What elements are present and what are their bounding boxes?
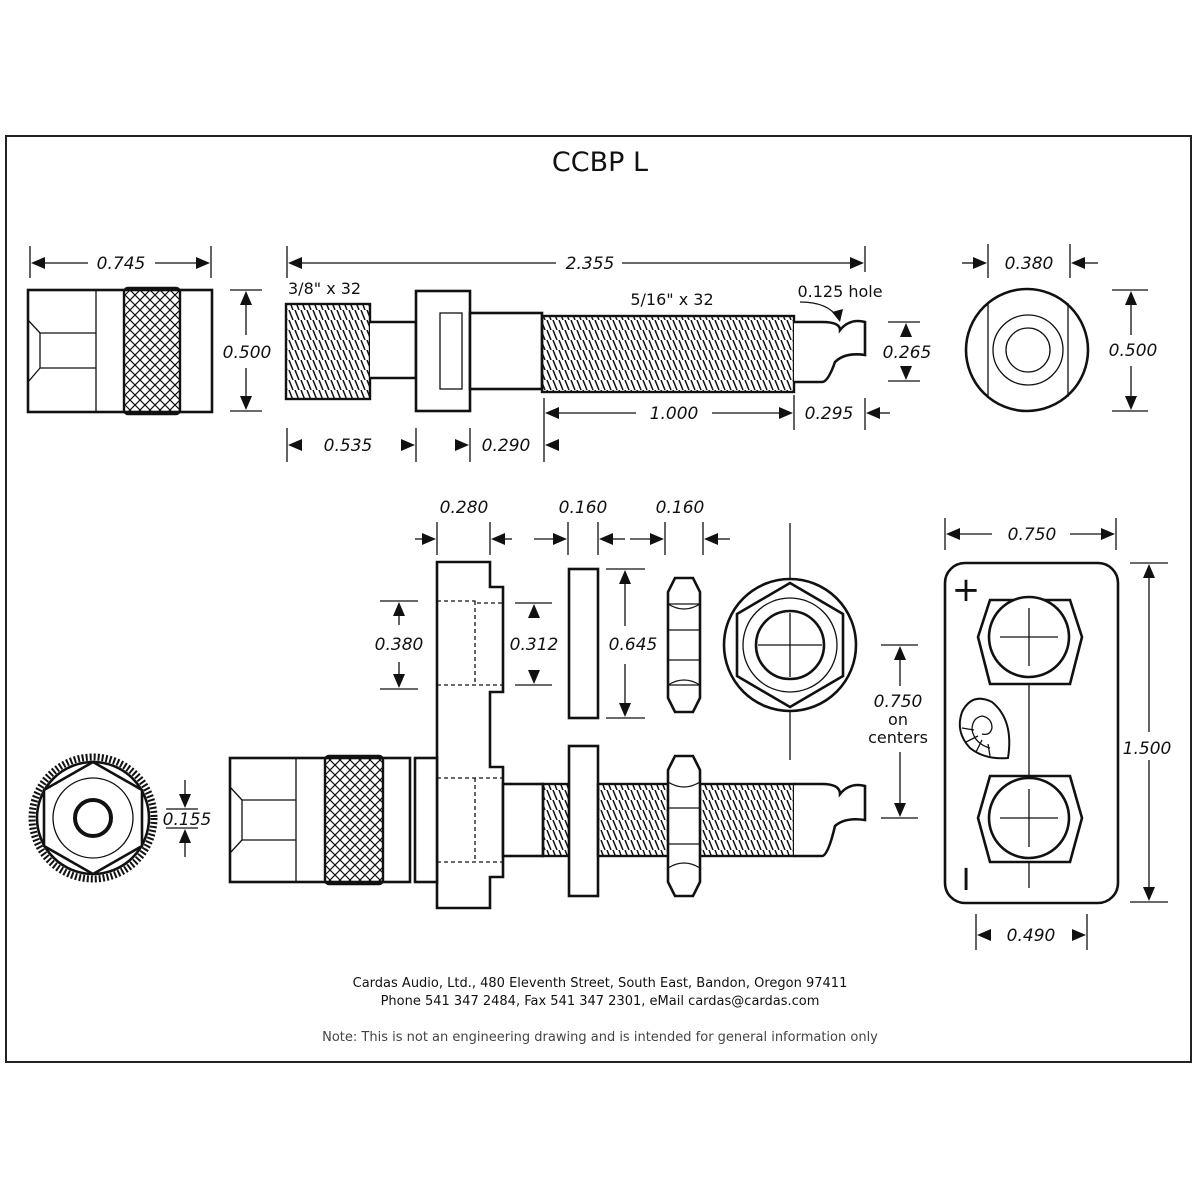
dim-end-height-0265: 0.265 — [883, 321, 932, 382]
dim-end-dia: 0.380 — [962, 244, 1098, 278]
assembled-side-view — [228, 744, 867, 898]
terminal-plate: + I — [943, 561, 1120, 905]
dim-cap-hole: 0.155 — [163, 780, 212, 857]
dim-label: 0.380 — [375, 635, 424, 655]
dim-end-height: 0.500 — [1109, 289, 1158, 412]
stud-side-view — [284, 289, 867, 413]
dim-cap-height: 0.500 — [223, 289, 272, 412]
dim-label: 0.155 — [163, 810, 212, 830]
nautilus-logo — [958, 697, 1011, 760]
dim-centers: 0.750 on centers — [868, 644, 928, 819]
dim-bottom-row-top: 0.535 0.290 1.000 0.295 — [286, 395, 890, 462]
dim-plate-bottom: 0.490 — [975, 914, 1088, 950]
drawing-frame — [5, 135, 1192, 1063]
dim-label: 0.750 — [874, 692, 923, 712]
footer-note: Note: This is not an engineering drawing… — [322, 1030, 878, 1045]
dim-label: 0.312 — [510, 635, 559, 655]
dim-label: 0.280 — [440, 498, 489, 518]
dim-stud-length: 2.355 — [286, 246, 866, 278]
page-title: CCBP L — [552, 147, 648, 178]
dim-label: 0.160 — [559, 498, 608, 518]
flange-view — [435, 560, 505, 910]
hole-callout: 0.125 hole — [797, 282, 883, 322]
nut-view — [666, 576, 702, 714]
dim-nut-width: 0.160 — [630, 498, 730, 555]
dim-flange-0380: 0.380 — [375, 600, 424, 690]
dim-label: 0.645 — [609, 635, 658, 655]
thread-label-large: 3/8" x 32 — [288, 279, 361, 298]
dim-label: 0.500 — [223, 343, 272, 363]
dim-label: 1.000 — [650, 404, 699, 424]
dim-label: 0.535 — [324, 436, 373, 456]
dim-label: 2.355 — [566, 254, 615, 274]
dim-label: 1.500 — [1123, 739, 1172, 759]
footer-contact: Phone 541 347 2484, Fax 541 347 2301, eM… — [381, 994, 820, 1009]
dim-label: 0.380 — [1005, 254, 1054, 274]
hole-label: 0.125 hole — [797, 282, 882, 301]
footer-address: Cardas Audio, Ltd., 480 Eleventh Street,… — [353, 976, 848, 991]
stud-end-view — [964, 287, 1090, 413]
dim-label: 0.745 — [97, 254, 146, 274]
dim-label: 0.290 — [482, 436, 531, 456]
thread-label-small: 5/16" x 32 — [630, 290, 713, 309]
dim-label: 0.490 — [1007, 926, 1056, 946]
cap-side-view — [26, 286, 214, 416]
dim-label: 0.265 — [883, 343, 932, 363]
dim-label: 0.750 — [1008, 525, 1057, 545]
dim-cap-length: 0.745 — [29, 246, 212, 278]
dim-washer-width: 0.160 — [534, 498, 625, 555]
washer-view — [567, 567, 600, 720]
minus-symbol: I — [962, 863, 971, 898]
dim-flange-width: 0.280 — [415, 498, 512, 555]
dim-label: 0.295 — [805, 404, 854, 424]
cap-front-view — [28, 753, 158, 883]
nut-front-view — [722, 523, 858, 760]
dim-washer-0645: 0.645 — [606, 568, 658, 719]
dim-label: centers — [868, 728, 928, 747]
dim-label: 0.160 — [656, 498, 705, 518]
dim-label: 0.500 — [1109, 341, 1158, 361]
dim-plate-width: 0.750 — [944, 518, 1117, 550]
dim-plate-height: 1.500 — [1123, 562, 1172, 903]
plus-symbol: + — [952, 570, 981, 610]
dim-label: on — [888, 710, 908, 729]
dim-flange-0312: 0.312 — [510, 602, 559, 686]
